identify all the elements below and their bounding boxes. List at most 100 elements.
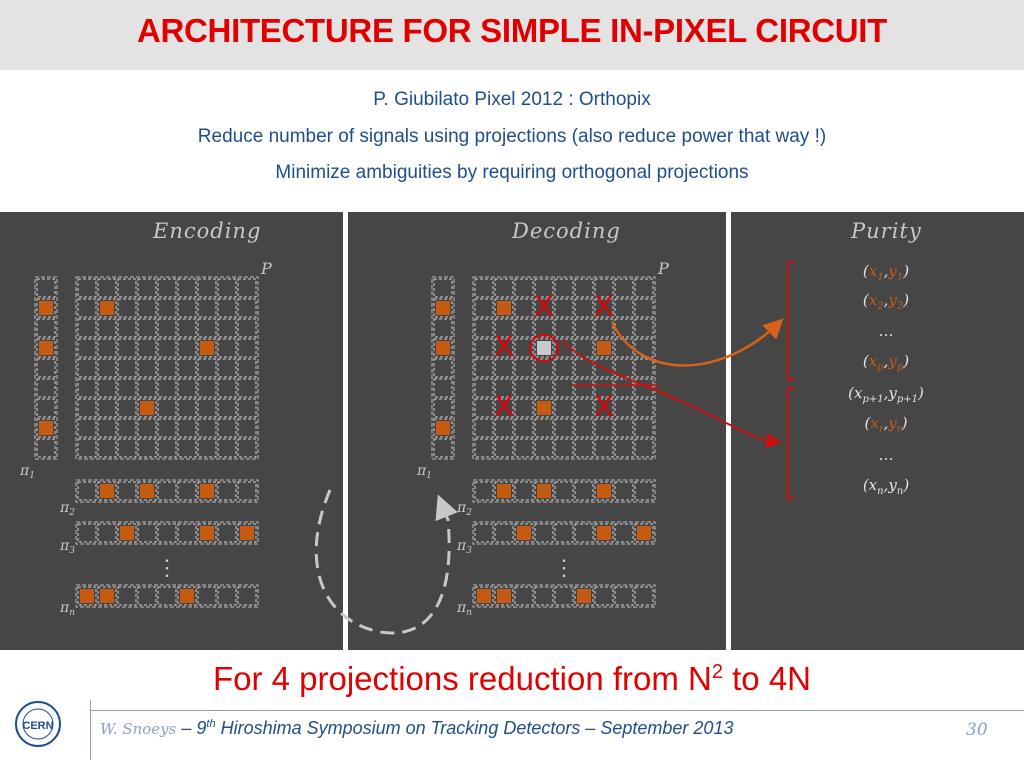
matrix-cell: [137, 338, 157, 358]
matrix-cell: [594, 338, 614, 358]
svg-text:CERN: CERN: [22, 720, 53, 732]
purity-y-index: r: [897, 424, 903, 435]
matrix-cell: [77, 278, 97, 298]
purity-x: x: [870, 414, 879, 432]
decoding-header: Decoding: [512, 219, 621, 243]
projection-cell: [77, 523, 97, 543]
hit-square: [39, 341, 53, 355]
matrix-cell: [594, 398, 614, 418]
matrix-cell: [177, 318, 197, 338]
matrix-cell: [137, 278, 157, 298]
matrix-cell: [534, 338, 554, 358]
projection-cell: [77, 481, 97, 501]
footer-dash: – 9: [176, 718, 207, 738]
matrix-cell: [157, 318, 177, 338]
matrix-cell: [157, 418, 177, 438]
highlight-circle: [529, 334, 559, 362]
matrix-cell: [217, 318, 237, 338]
purity-comma: ,: [884, 262, 889, 280]
purity-y: y: [887, 476, 897, 494]
hit-square: [637, 526, 651, 540]
projection-cell: [177, 523, 197, 543]
footer-sup: th: [206, 718, 216, 730]
projection-cell: [197, 586, 217, 606]
projection-cell: [433, 378, 453, 398]
matrix-cell: [157, 398, 177, 418]
hit-square: [477, 589, 491, 603]
purity-line: (xr,yr): [864, 414, 907, 435]
matrix-cell: [237, 378, 257, 398]
matrix-cell: [177, 438, 197, 458]
page-number: 30: [966, 720, 988, 740]
projection-cell: [514, 586, 534, 606]
pi-label-4-subscript: n: [466, 608, 472, 618]
hit-square: [100, 301, 114, 315]
matrix-cell: [197, 318, 217, 338]
matrix-cell: [197, 398, 217, 418]
matrix-cell: [97, 318, 117, 338]
matrix-cell: [97, 418, 117, 438]
pi-label-2: π2: [456, 500, 472, 518]
matrix-cell: [554, 378, 574, 398]
purity-paren: ): [901, 414, 908, 432]
matrix-cell: [197, 378, 217, 398]
purity-y-index: n: [897, 486, 903, 497]
projection-cell: [534, 523, 554, 543]
purity-header: Purity: [851, 219, 922, 243]
hit-square: [537, 401, 551, 415]
matrix-cell: [494, 278, 514, 298]
matrix-cell: [197, 278, 217, 298]
matrix-cell: [634, 338, 654, 358]
projection-cell: [433, 278, 453, 298]
projection-cell: [137, 586, 157, 606]
hit-square: [39, 421, 53, 435]
projection-cell: [177, 586, 197, 606]
matrix-cell: [494, 338, 514, 358]
matrix-cell: [514, 278, 534, 298]
matrix-cell: [137, 378, 157, 398]
projection-cell: [237, 586, 257, 606]
matrix-cell: [217, 378, 237, 398]
matrix-cell: [97, 278, 117, 298]
projection-cell: [117, 481, 137, 501]
matrix-cell: [217, 338, 237, 358]
projection-cell: [97, 523, 117, 543]
matrix-cell: [634, 278, 654, 298]
matrix-cell: [514, 298, 534, 318]
projection-cell: [494, 481, 514, 501]
projection-cell: [634, 586, 654, 606]
matrix-cell: [574, 318, 594, 338]
hit-square: [140, 401, 154, 415]
purity-comma: ,: [884, 476, 889, 494]
matrix-cell: [554, 418, 574, 438]
purity-paren: ): [902, 352, 909, 370]
matrix-cell: [494, 378, 514, 398]
projection-cell: [117, 523, 137, 543]
matrix-cell: [594, 358, 614, 378]
matrix-cell: [177, 298, 197, 318]
hit-square: [140, 484, 154, 498]
matrix-cell: [474, 338, 494, 358]
projection-cell: [77, 586, 97, 606]
matrix-cell: [117, 398, 137, 418]
purity-y: y: [887, 414, 897, 432]
matrix-cell: [554, 338, 574, 358]
matrix-cell: [137, 418, 157, 438]
projection-cell: [237, 523, 257, 543]
projection-cell: [36, 298, 56, 318]
matrix-cell: [97, 438, 117, 458]
projection-cell: [474, 481, 494, 501]
matrix-cell: [554, 318, 574, 338]
matrix-cell: [117, 278, 137, 298]
purity-comma: ,: [884, 384, 889, 402]
matrix-cell: [594, 378, 614, 398]
projection-cell: [514, 523, 534, 543]
projection-cell: [634, 481, 654, 501]
projection-cell: [157, 586, 177, 606]
matrix-cell: [237, 298, 257, 318]
footer-event: Hiroshima Symposium on Tracking Detector…: [215, 718, 734, 738]
matrix-cell: [514, 318, 534, 338]
pi-label-3: π3: [456, 538, 472, 556]
hit-square: [597, 484, 611, 498]
